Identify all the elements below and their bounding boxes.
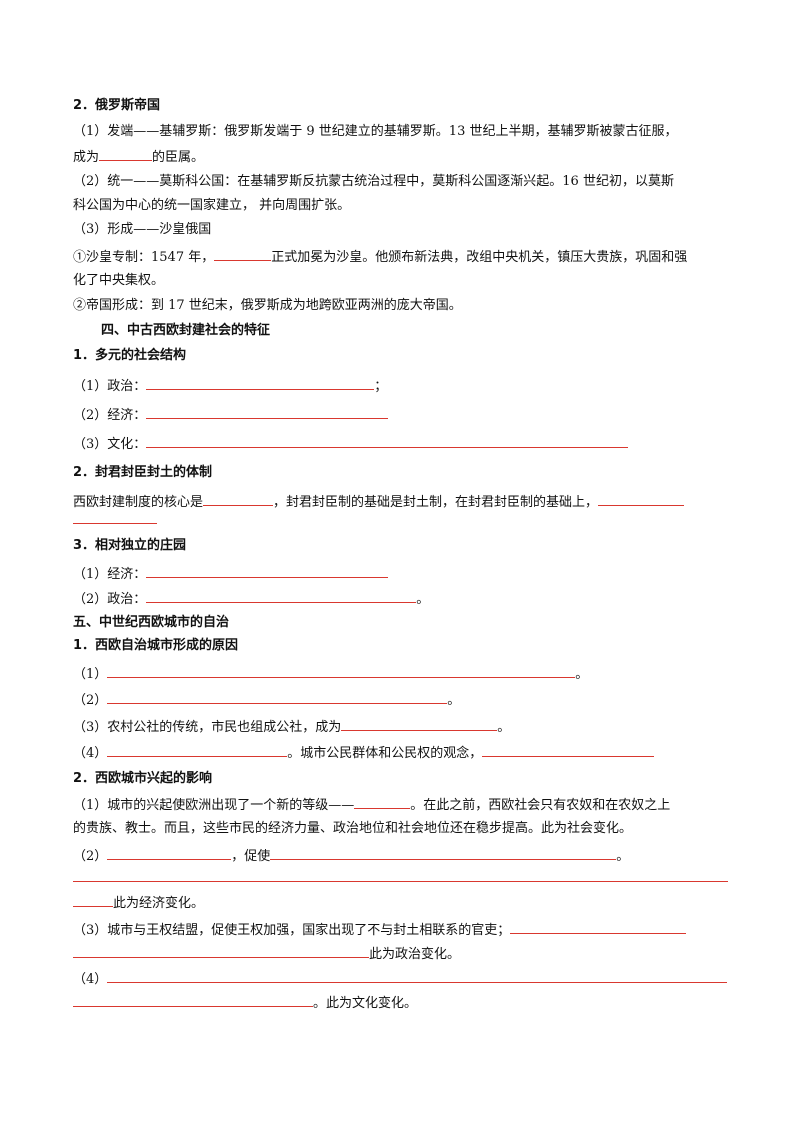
blank-line-impact-cultural: （4）: [73, 969, 733, 989]
blank-line-impact-cultural-end: 。此为文化变化。: [73, 993, 733, 1013]
answer-blank[interactable]: [146, 589, 417, 603]
answer-blank[interactable]: [73, 944, 369, 958]
answer-blank[interactable]: [341, 717, 498, 731]
paragraph-empire-formation: ②帝国形成：到 17 世纪末，俄罗斯成为地跨欧亚两洲的庞大帝国。: [73, 298, 462, 313]
answer-blank[interactable]: [99, 147, 153, 161]
paragraph-feudal-core: 西欧封建制度的核心是，封君封臣制的基础是封土制，在封君封臣制的基础上，: [73, 492, 733, 512]
answer-blank[interactable]: [107, 690, 448, 704]
answer-blank[interactable]: [510, 920, 687, 934]
answer-blank[interactable]: [146, 434, 629, 448]
blank-line-impact-economic-end: 此为经济变化。: [73, 893, 733, 913]
blank-line-cause-3: （3）农村公社的传统，市民也组成公社，成为。: [73, 717, 733, 737]
subheading-social-structure: 1．多元的社会结构: [73, 348, 187, 363]
answer-blank[interactable]: [482, 743, 655, 757]
answer-blank[interactable]: [107, 969, 728, 983]
subheading-feudal-system: 2．封君封臣封土的体制: [73, 465, 213, 480]
paragraph-impact-political: （3）城市与王权结盟，促使王权加强，国家出现了不与封土相联系的官吏；: [73, 920, 733, 940]
answer-blank[interactable]: [354, 795, 411, 809]
section-title-city-autonomy: 五、中世纪西欧城市的自治: [73, 615, 230, 630]
paragraph-tsar-autocracy: ①沙皇专制：1547 年，正式加冕为沙皇。他颁布新法典，改组中央机关，镇压大贵族…: [73, 247, 733, 267]
paragraph-impact-social: （1）城市的兴起使欧洲出现了一个新的等级——。在此之前，西欧社会只有农奴和在农奴…: [73, 795, 733, 815]
paragraph-kievan-rus: （1）发端——基辅罗斯：俄罗斯发端于 9 世纪建立的基辅罗斯。13 世纪上半期，…: [73, 124, 678, 139]
subheading-manor: 3．相对独立的庄园: [73, 538, 187, 553]
blank-line-economy: （2）经济：: [73, 405, 733, 425]
subheading-city-impacts: 2．西欧城市兴起的影响: [73, 771, 213, 786]
paragraph-moscow-principality: （2）统一——莫斯科公国：在基辅罗斯反抗蒙古统治过程中，莫斯科公国逐渐兴起。16…: [73, 174, 674, 189]
blank-line-cause-1: （1）。: [73, 664, 733, 684]
answer-blank[interactable]: [146, 376, 375, 390]
blank-line-continuation: [73, 510, 733, 530]
blank-line-manor-politics: （2）政治：。: [73, 589, 733, 609]
paragraph-moscow-principality-cont: 科公国为中心的统一国家建立， 并向周围扩张。: [73, 198, 351, 213]
paragraph-kievan-rus-cont: 成为的臣属。: [73, 147, 733, 167]
section-title-feudal-features: 四、中古西欧封建社会的特征: [101, 323, 271, 338]
answer-blank[interactable]: [598, 492, 685, 506]
section-title-russian-empire: 2．俄罗斯帝国: [73, 98, 161, 113]
answer-blank[interactable]: [73, 868, 728, 882]
paragraph-impact-social-cont: 的贵族、教士。而且，这些市民的经济力量、政治地位和社会地位还在稳步提高。此为社会…: [73, 821, 633, 836]
paragraph-tsarist-russia: （3）形成——沙皇俄国: [73, 222, 212, 237]
blank-line-impact-political-end: 此为政治变化。: [73, 944, 733, 964]
answer-blank[interactable]: [73, 993, 313, 1007]
blank-line-culture: （3）文化：: [73, 434, 733, 454]
subheading-city-causes: 1．西欧自治城市形成的原因: [73, 638, 239, 653]
answer-blank[interactable]: [107, 664, 576, 678]
answer-blank[interactable]: [146, 564, 389, 578]
answer-blank[interactable]: [107, 743, 288, 757]
blank-line-impact-economic: （2），促使。: [73, 846, 733, 866]
answer-blank[interactable]: [146, 405, 389, 419]
blank-line-full-width: [73, 868, 733, 888]
answer-blank[interactable]: [73, 893, 113, 907]
blank-line-politics: （1）政治：；: [73, 376, 733, 396]
blank-line-cause-4: （4）。城市公民群体和公民权的观念，: [73, 743, 733, 763]
answer-blank[interactable]: [203, 492, 274, 506]
answer-blank[interactable]: [270, 846, 617, 860]
blank-line-manor-economy: （1）经济：: [73, 564, 733, 584]
paragraph-tsar-autocracy-cont: 化了中央集权。: [73, 273, 165, 288]
answer-blank[interactable]: [214, 247, 272, 261]
answer-blank[interactable]: [73, 510, 157, 524]
blank-line-cause-2: （2）。: [73, 690, 733, 710]
answer-blank[interactable]: [107, 846, 232, 860]
